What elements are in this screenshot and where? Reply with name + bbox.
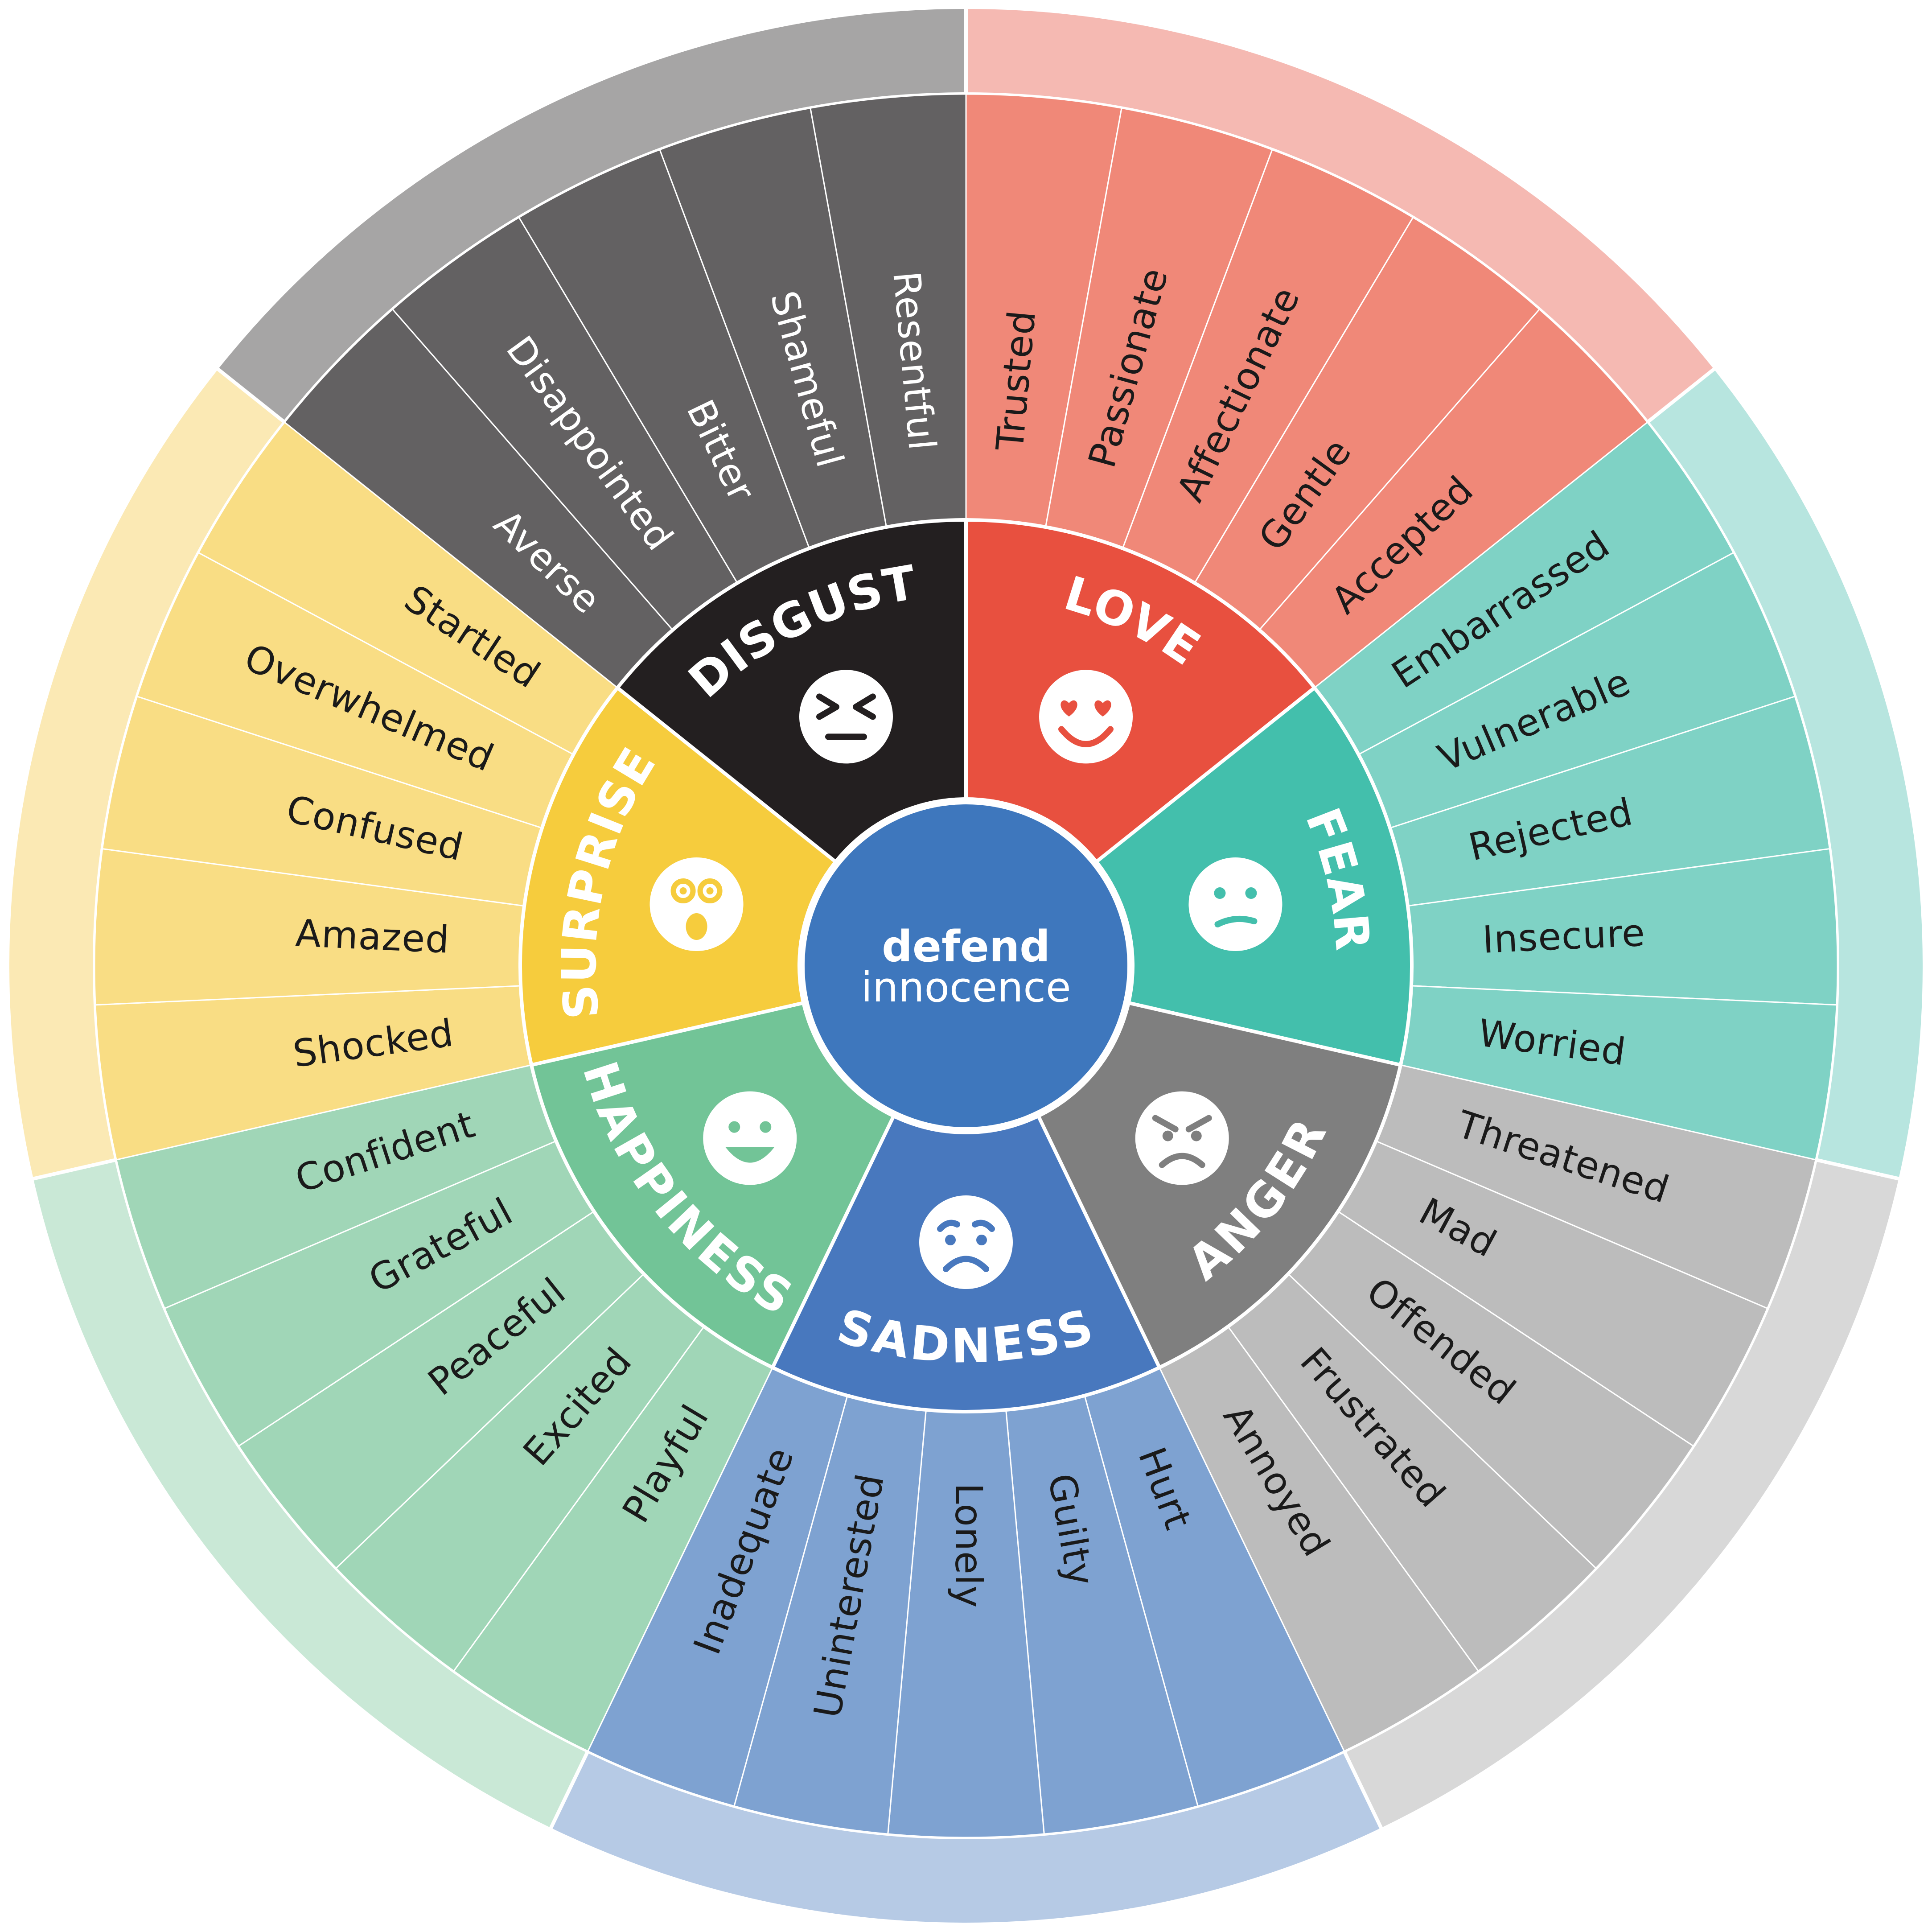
icon-layer: [649, 670, 1283, 1289]
uneasy-face-icon: [1188, 857, 1283, 952]
feeling-sector-layer: [94, 93, 1838, 1838]
smiling-face-icon: [703, 1091, 797, 1185]
heart-eyes-face-icon: [1039, 670, 1133, 764]
feeling-label-amazed: Amazed: [295, 911, 451, 961]
core-wedge-sadness[interactable]: [770, 961, 1162, 1413]
brand-name-line2: innocence: [861, 964, 1071, 1011]
squinting-face-icon: [799, 670, 893, 764]
sad-face-icon: [919, 1195, 1013, 1289]
center-circle: [797, 797, 1135, 1134]
feeling-label-insecure: Insecure: [1481, 911, 1646, 962]
feeling-label-lonely: Lonely: [947, 1483, 991, 1608]
center-brand: defend innocence: [797, 797, 1135, 1134]
angry-face-icon: [1135, 1091, 1229, 1185]
astonished-face-icon: [649, 857, 744, 952]
brand-name-line1: defend: [882, 922, 1050, 972]
